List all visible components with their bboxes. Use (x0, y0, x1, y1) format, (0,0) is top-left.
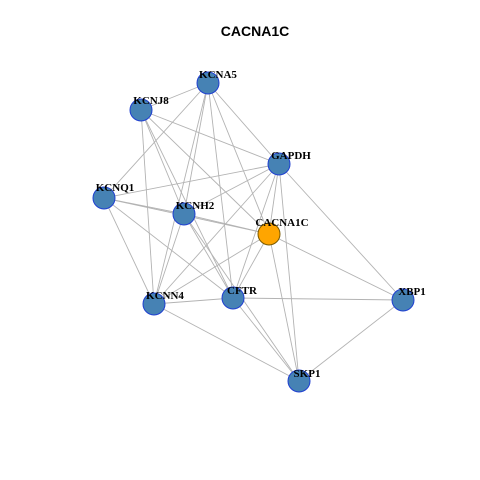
node-label-xbp1: XBP1 (398, 286, 426, 298)
edge-kcnn4-skp1 (153, 303, 300, 382)
edge-cacna1c-kcnn4 (153, 233, 270, 305)
node-circle-kcnj8[interactable] (129, 98, 153, 122)
node-label-kcnq1: KCNQ1 (96, 182, 135, 194)
edge-cftr-skp1 (232, 297, 300, 382)
edge-kcna5-kcnj8 (140, 82, 209, 111)
edge-kcnh2-kcnn4 (153, 213, 185, 305)
node-skp1[interactable]: SKP1 (287, 368, 321, 393)
edge-kcnq1-cftr (103, 197, 234, 299)
edge-kcnj8-kcnh2 (140, 109, 185, 215)
edge-gapdh-kcnq1 (103, 163, 280, 199)
node-circle-gapdh[interactable] (267, 152, 291, 176)
node-label-kcnn4: KCNN4 (146, 290, 184, 302)
edge-kcnq1-kcnn4 (103, 197, 155, 305)
node-circle-kcnq1[interactable] (92, 186, 116, 210)
node-label-kcna5: KCNA5 (199, 69, 237, 81)
edge-gapdh-skp1 (278, 163, 300, 382)
node-circle-cacna1c[interactable] (257, 222, 281, 246)
edge-gapdh-xbp1 (278, 163, 404, 301)
node-label-skp1: SKP1 (294, 368, 321, 380)
node-circle-kcna5[interactable] (196, 71, 220, 95)
node-cftr[interactable]: CFTR (221, 285, 258, 310)
edges-layer (103, 82, 404, 382)
node-kcna5[interactable]: KCNA5 (196, 69, 237, 95)
edge-kcnj8-cacna1c (140, 109, 270, 235)
edge-kcna5-cftr (207, 82, 234, 299)
node-label-cftr: CFTR (227, 285, 258, 297)
edge-gapdh-cacna1c (268, 163, 280, 235)
edge-kcna5-gapdh (207, 82, 280, 165)
edge-kcna5-kcnh2 (183, 82, 209, 215)
edge-gapdh-kcnn4 (153, 163, 280, 305)
node-kcnn4[interactable]: KCNN4 (142, 290, 184, 316)
node-kcnj8[interactable]: KCNJ8 (129, 95, 169, 122)
edge-cacna1c-xbp1 (268, 233, 404, 301)
edge-kcnn4-cftr (153, 297, 234, 305)
node-label-gapdh: GAPDH (271, 150, 311, 162)
node-circle-skp1[interactable] (287, 369, 311, 393)
node-label-kcnh2: KCNH2 (176, 200, 215, 212)
edge-cftr-xbp1 (232, 297, 404, 301)
node-circle-kcnn4[interactable] (142, 292, 166, 316)
node-label-cacna1c: CACNA1C (255, 217, 308, 229)
node-circle-kcnh2[interactable] (172, 202, 196, 226)
node-circle-xbp1[interactable] (391, 288, 415, 312)
node-circle-cftr[interactable] (221, 286, 245, 310)
edge-xbp1-skp1 (298, 299, 404, 382)
edge-gapdh-kcnh2 (183, 163, 280, 215)
edge-kcna5-cacna1c (207, 82, 270, 235)
edge-kcnh2-cacna1c (183, 213, 270, 235)
edge-cacna1c-skp1 (268, 233, 300, 382)
node-kcnh2[interactable]: KCNH2 (172, 200, 215, 226)
edge-kcnj8-gapdh (140, 109, 280, 165)
edge-kcna5-kcnn4 (153, 82, 209, 305)
edge-cacna1c-cftr (232, 233, 270, 299)
diagram-title: CACNA1C (221, 23, 289, 39)
node-cacna1c[interactable]: CACNA1C (255, 217, 309, 246)
edge-kcnh2-cftr (183, 213, 234, 299)
node-kcnq1[interactable]: KCNQ1 (92, 182, 135, 210)
node-xbp1[interactable]: XBP1 (391, 286, 426, 312)
node-label-kcnj8: KCNJ8 (133, 95, 169, 107)
node-gapdh[interactable]: GAPDH (267, 150, 311, 176)
